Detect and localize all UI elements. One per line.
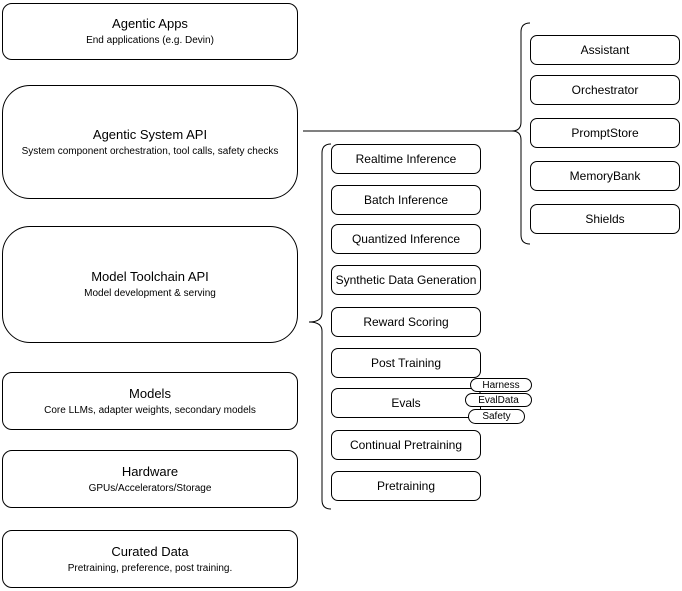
node-title: Agentic Apps xyxy=(112,16,188,31)
node-label: Orchestrator xyxy=(571,83,639,97)
node-label: PromptStore xyxy=(571,126,639,140)
node-agentic-system-api: Agentic System API System component orch… xyxy=(2,85,298,199)
node-label: Continual Pretraining xyxy=(349,438,463,452)
node-label: Quantized Inference xyxy=(351,232,461,246)
node-subtitle: Core LLMs, adapter weights, secondary mo… xyxy=(44,404,256,416)
node-title: Model Toolchain API xyxy=(91,269,209,284)
node-continual-pretraining: Continual Pretraining xyxy=(331,430,481,460)
node-reward-scoring: Reward Scoring xyxy=(331,307,481,337)
tag-harness: Harness xyxy=(470,378,532,392)
node-shields: Shields xyxy=(530,204,680,234)
node-promptstore: PromptStore xyxy=(530,118,680,148)
node-label: Assistant xyxy=(580,43,630,57)
node-hardware: Hardware GPUs/Accelerators/Storage xyxy=(2,450,298,508)
node-label: Pretraining xyxy=(376,479,436,493)
node-realtime-inference: Realtime Inference xyxy=(331,144,481,174)
node-title: Hardware xyxy=(121,463,179,479)
node-title: Agentic System API xyxy=(92,126,208,142)
node-assistant: Assistant xyxy=(530,35,680,65)
node-subtitle: Pretraining, preference, post training. xyxy=(67,562,233,574)
node-post-training: Post Training xyxy=(331,348,481,378)
node-label: Post Training xyxy=(370,356,442,370)
node-evals: Evals xyxy=(331,388,481,418)
tag-safety: Safety xyxy=(468,409,525,424)
node-subtitle: End applications (e.g. Devin) xyxy=(86,35,214,46)
tag-label: Harness xyxy=(482,379,520,391)
node-orchestrator: Orchestrator xyxy=(530,75,680,105)
node-label: Realtime Inference xyxy=(355,152,457,166)
system-components-brace xyxy=(511,22,531,245)
node-synthetic-data-generation: Synthetic Data Generation xyxy=(331,265,481,295)
toolchain-components-brace xyxy=(308,143,332,510)
node-subtitle: Model development & serving xyxy=(84,288,216,299)
node-subtitle: GPUs/Accelerators/Storage xyxy=(88,482,212,494)
node-label: Batch Inference xyxy=(363,193,449,207)
tag-evaldata: EvalData xyxy=(465,393,532,407)
node-label: Reward Scoring xyxy=(363,315,449,329)
node-title: Curated Data xyxy=(111,543,189,559)
node-label: MemoryBank xyxy=(569,169,641,183)
node-memorybank: MemoryBank xyxy=(530,161,680,191)
node-title: Models xyxy=(129,385,171,401)
node-model-toolchain-api: Model Toolchain API Model development & … xyxy=(2,226,298,343)
tag-label: Safety xyxy=(482,411,511,422)
node-label: Evals xyxy=(391,396,421,410)
node-models: Models Core LLMs, adapter weights, secon… xyxy=(2,372,298,430)
node-label: Synthetic Data Generation xyxy=(335,273,477,287)
node-subtitle: System component orchestration, tool cal… xyxy=(21,145,279,157)
node-pretraining: Pretraining xyxy=(331,471,481,501)
node-quantized-inference: Quantized Inference xyxy=(331,224,481,254)
node-label: Shields xyxy=(585,212,625,226)
tag-label: EvalData xyxy=(478,394,519,406)
node-agentic-apps: Agentic Apps End applications (e.g. Devi… xyxy=(2,3,298,60)
node-batch-inference: Batch Inference xyxy=(331,185,481,215)
node-curated-data: Curated Data Pretraining, preference, po… xyxy=(2,530,298,588)
